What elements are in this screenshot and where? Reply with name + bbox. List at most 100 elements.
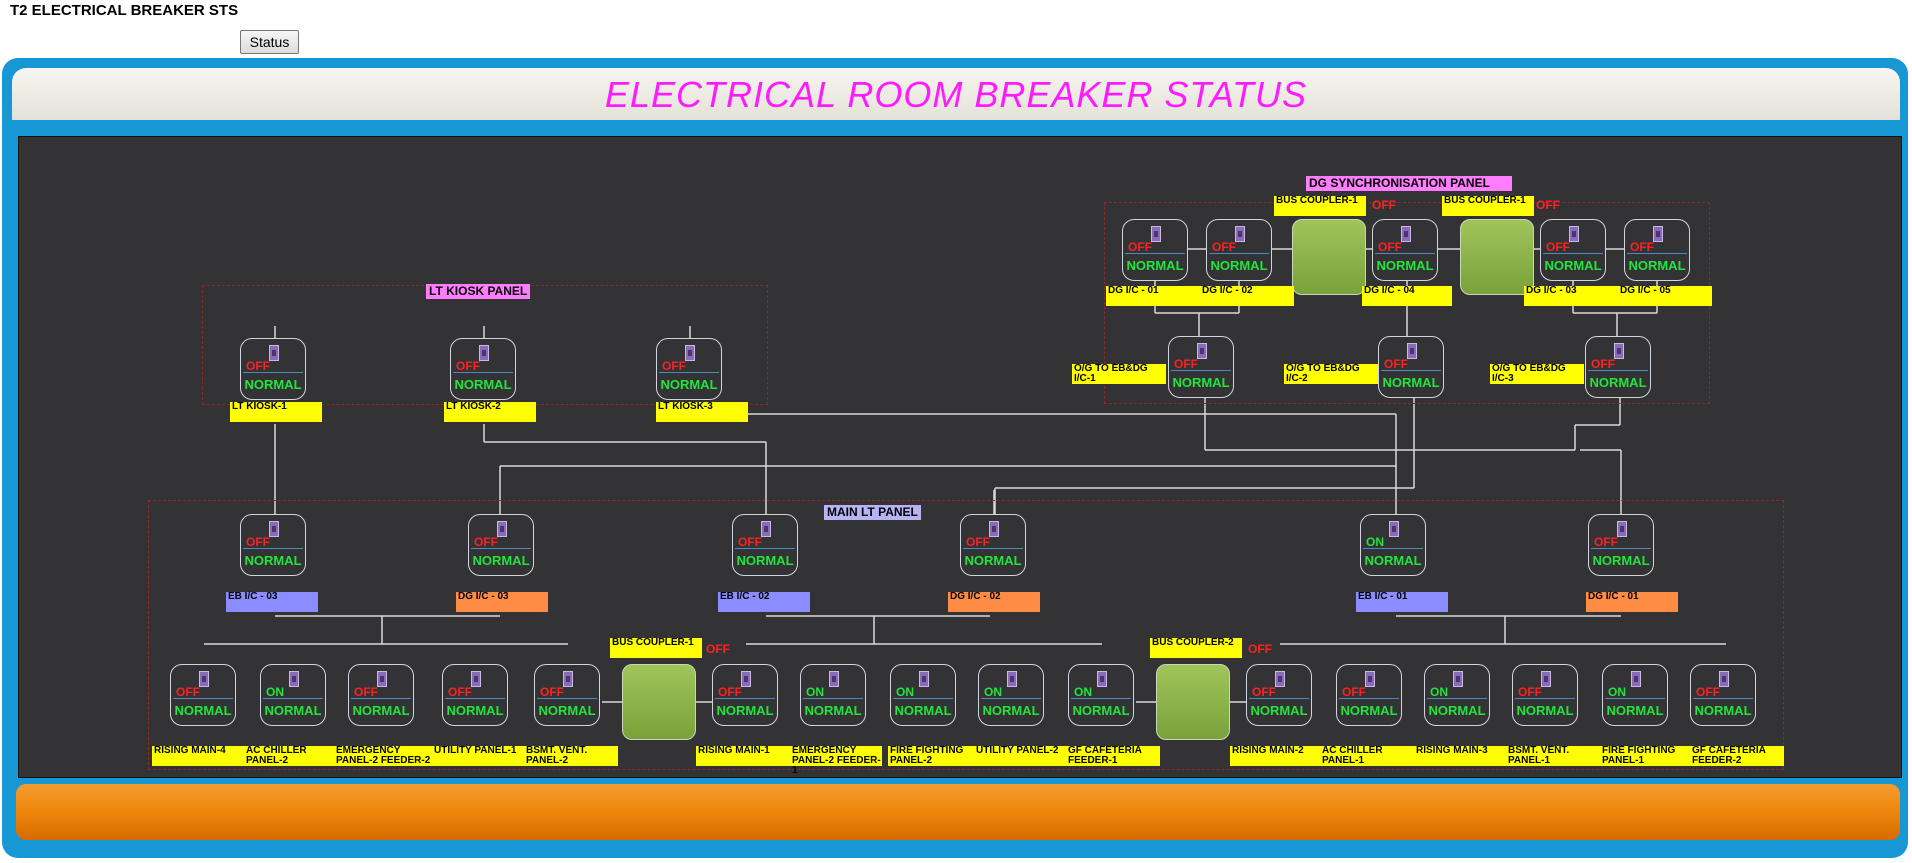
- breaker-switch-icon: [1631, 671, 1641, 687]
- breaker-switch-icon: [989, 521, 999, 537]
- page-title: T2 ELECTRICAL BREAKER STS: [10, 2, 239, 19]
- breaker-divider: [803, 698, 863, 699]
- breaker-label: EB I/C - 02: [718, 592, 810, 612]
- breaker-switch-icon: [919, 671, 929, 687]
- breaker-switch-icon: [761, 521, 771, 537]
- breaker-status: OFF: [1384, 357, 1408, 371]
- breaker-status: OFF: [1128, 240, 1152, 254]
- breaker-status: OFF: [1378, 240, 1402, 254]
- header-band: [12, 68, 1900, 120]
- status-button[interactable]: Status: [240, 30, 299, 54]
- breaker-status: OFF: [1342, 685, 1366, 699]
- breaker-switch-icon: [471, 671, 481, 687]
- breaker-status: OFF: [456, 359, 480, 373]
- breaker-dg-ic-03-main[interactable]: OFF NORMAL: [468, 514, 534, 576]
- breaker-switch-icon: [289, 671, 299, 687]
- breaker-switch-icon: [1151, 226, 1161, 242]
- breaker-label: O/G TO EB&DG I/C-2: [1284, 364, 1378, 384]
- breaker-label: DG I/C - 02: [1200, 286, 1294, 306]
- bus-coupler-3[interactable]: [622, 664, 696, 740]
- breaker-status: ON: [266, 685, 284, 699]
- breaker-divider: [1381, 370, 1441, 371]
- breaker-dg-ic-04[interactable]: OFF NORMAL: [1372, 219, 1438, 281]
- breaker-status: ON: [806, 685, 824, 699]
- breaker-status: OFF: [474, 535, 498, 549]
- breaker-switch-icon: [1007, 671, 1017, 687]
- breaker-mode: NORMAL: [1250, 703, 1308, 718]
- breaker-label: BSMT. VENT. PANEL-2: [524, 746, 618, 766]
- breaker-mode: NORMAL: [174, 703, 232, 718]
- bus-coupler-status: OFF: [1536, 198, 1560, 212]
- breaker-status: ON: [896, 685, 914, 699]
- breaker-status: OFF: [718, 685, 742, 699]
- breaker-switch-icon: [1197, 343, 1207, 359]
- breaker-switch-icon: [741, 671, 751, 687]
- breaker-divider: [1125, 253, 1185, 254]
- breaker-label: FIRE FIGHTING PANEL-1: [1600, 746, 1694, 766]
- bus-coupler-label: BUS COUPLER-1: [1274, 196, 1366, 216]
- breaker-divider: [1588, 370, 1648, 371]
- breaker-divider: [471, 548, 531, 549]
- breaker-mode: NORMAL: [472, 553, 530, 568]
- breaker-divider: [173, 698, 233, 699]
- breaker-label: DG I/C - 02: [948, 592, 1040, 612]
- breaker-status: ON: [1608, 685, 1626, 699]
- breaker-divider: [1427, 698, 1487, 699]
- breaker-label: RISING MAIN-1: [696, 746, 790, 766]
- breaker-switch-icon: [1569, 226, 1579, 242]
- breaker-status: ON: [1366, 535, 1384, 549]
- breaker-mode: NORMAL: [446, 703, 504, 718]
- breaker-mode: NORMAL: [538, 703, 596, 718]
- breaker-label: O/G TO EB&DG I/C-1: [1072, 364, 1166, 384]
- breaker-label: GF CAFETERIA FEEDER-1: [1066, 746, 1160, 766]
- breaker-mode: NORMAL: [1210, 258, 1268, 273]
- breaker-label: UTILITY PANEL-1: [432, 746, 524, 766]
- breaker-mode: NORMAL: [1376, 258, 1434, 273]
- breaker-status: OFF: [1696, 685, 1720, 699]
- breaker-switch-icon: [479, 345, 489, 361]
- breaker-mode: NORMAL: [1428, 703, 1486, 718]
- breaker-mode: NORMAL: [1606, 703, 1664, 718]
- breaker-switch-icon: [1235, 226, 1245, 242]
- breaker-label: EB I/C - 01: [1356, 592, 1448, 612]
- bus-coupler-2[interactable]: [1460, 219, 1534, 295]
- breaker-switch-icon: [1407, 343, 1417, 359]
- breaker-label: GF CAFETERIA FEEDER-2: [1690, 746, 1784, 766]
- breaker-switch-icon: [1541, 671, 1551, 687]
- bus-coupler-4[interactable]: [1156, 664, 1230, 740]
- breaker-divider: [1363, 548, 1423, 549]
- breaker-divider: [1605, 698, 1665, 699]
- breaker-fire-fighting-1[interactable]: ON NORMAL: [1602, 664, 1668, 726]
- bus-coupler-1[interactable]: [1292, 219, 1366, 295]
